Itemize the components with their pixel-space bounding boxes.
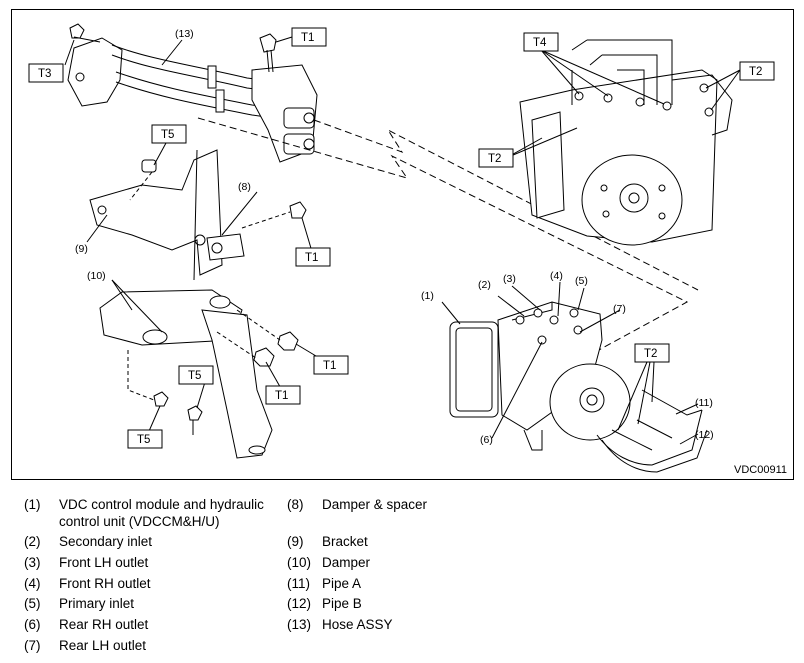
legend-line: control unit (VDCCM&H/U) — [59, 514, 220, 529]
legend-num: (3) — [24, 555, 41, 570]
tag-t5-lower-right: T5 — [188, 370, 201, 382]
nuts-lower — [216, 309, 299, 367]
tag-t2-upper-right: T2 — [749, 66, 762, 78]
figure-code: VDC00911 — [734, 464, 787, 476]
legend-num: (6) — [24, 617, 41, 632]
legend-text: Pipe B — [322, 596, 362, 611]
legend-num: (2) — [24, 534, 41, 549]
legend-text: Pipe A — [322, 576, 362, 591]
callout-3: (3) — [503, 273, 516, 285]
legend-num: (13) — [287, 617, 312, 632]
tag-t5-upper: T5 — [161, 129, 174, 141]
callout-6: (6) — [480, 434, 493, 446]
bolt-bracket — [241, 201, 307, 229]
exploded-view-diagram: (13) (8) (9) (10) (1) (2) (3) (4) (5) (7… — [11, 9, 794, 480]
callout-9: (9) — [75, 243, 88, 255]
legend-text: Rear RH outlet — [59, 617, 149, 632]
legend-num: (4) — [24, 576, 41, 591]
callout-7: (7) — [613, 303, 626, 315]
callout-10: (10) — [87, 270, 106, 282]
legend-num: (7) — [24, 638, 41, 653]
legend-text: Primary inlet — [59, 596, 135, 611]
legend-num: (1) — [24, 497, 41, 512]
legend-num: (10) — [287, 555, 312, 570]
torque-tag-labels: T1 T3 T5 T1 T1 T1 T5 T5 T4 T2 T2 T2 — [38, 32, 762, 446]
legend-text: Damper & spacer — [322, 497, 428, 512]
vdccm-hu — [449, 301, 631, 451]
legend-num: (8) — [287, 497, 304, 512]
assembled-unit — [519, 39, 733, 246]
legend-num: (12) — [287, 596, 312, 611]
hose-assy — [67, 37, 318, 163]
bracket — [89, 149, 223, 281]
callout-13: (13) — [175, 28, 194, 40]
bolt-t3 — [69, 23, 101, 43]
callout-5: (5) — [575, 275, 588, 287]
callout-2: (2) — [478, 279, 491, 291]
legend-text: Front LH outlet — [59, 555, 149, 570]
legend-text: Hose ASSY — [322, 617, 393, 632]
callout-11: (11) — [695, 397, 713, 409]
pipes-a-b — [596, 389, 708, 473]
tag-t1-nut-left: T1 — [275, 390, 288, 402]
legend-text: Front RH outlet — [59, 576, 151, 591]
legend-text: Damper — [322, 555, 371, 570]
tag-t1-bracket: T1 — [305, 252, 318, 264]
callout-12: (12) — [695, 429, 714, 441]
parts-legend: (1) VDC control module and hydraulic con… — [0, 488, 804, 663]
tag-t3: T3 — [38, 68, 51, 80]
legend-num: (5) — [24, 596, 41, 611]
legend-text: Bracket — [322, 534, 368, 549]
bolt-t5-lower — [127, 350, 203, 435]
diagram-drawing: (13) (8) (9) (10) (1) (2) (3) (4) (5) (7… — [28, 23, 775, 473]
tag-t5-lower-left: T5 — [137, 434, 150, 446]
callout-8: (8) — [238, 181, 251, 193]
callout-1: (1) — [421, 290, 434, 302]
legend-line: VDC control module and hydraulic — [59, 497, 264, 512]
damper-spacer — [206, 233, 245, 261]
legend-text: VDC control module and hydraulic control… — [59, 496, 264, 530]
tag-t4: T4 — [533, 37, 547, 49]
callout-4: (4) — [550, 270, 563, 282]
callout-labels: (13) (8) (9) (10) (1) (2) (3) (4) (5) (7… — [75, 28, 714, 446]
tag-t2-lower: T2 — [644, 348, 657, 360]
torque-tag-boxes — [28, 27, 775, 449]
tag-t1-top: T1 — [301, 32, 314, 44]
legend-text: Secondary inlet — [59, 534, 153, 549]
legend-text: Rear LH outlet — [59, 638, 147, 653]
bolt-upper — [259, 33, 277, 73]
tag-t1-nut-right: T1 — [323, 360, 336, 372]
legend-num: (9) — [287, 534, 304, 549]
tag-t2-upper-left: T2 — [488, 153, 501, 165]
legend-num: (11) — [287, 576, 311, 591]
